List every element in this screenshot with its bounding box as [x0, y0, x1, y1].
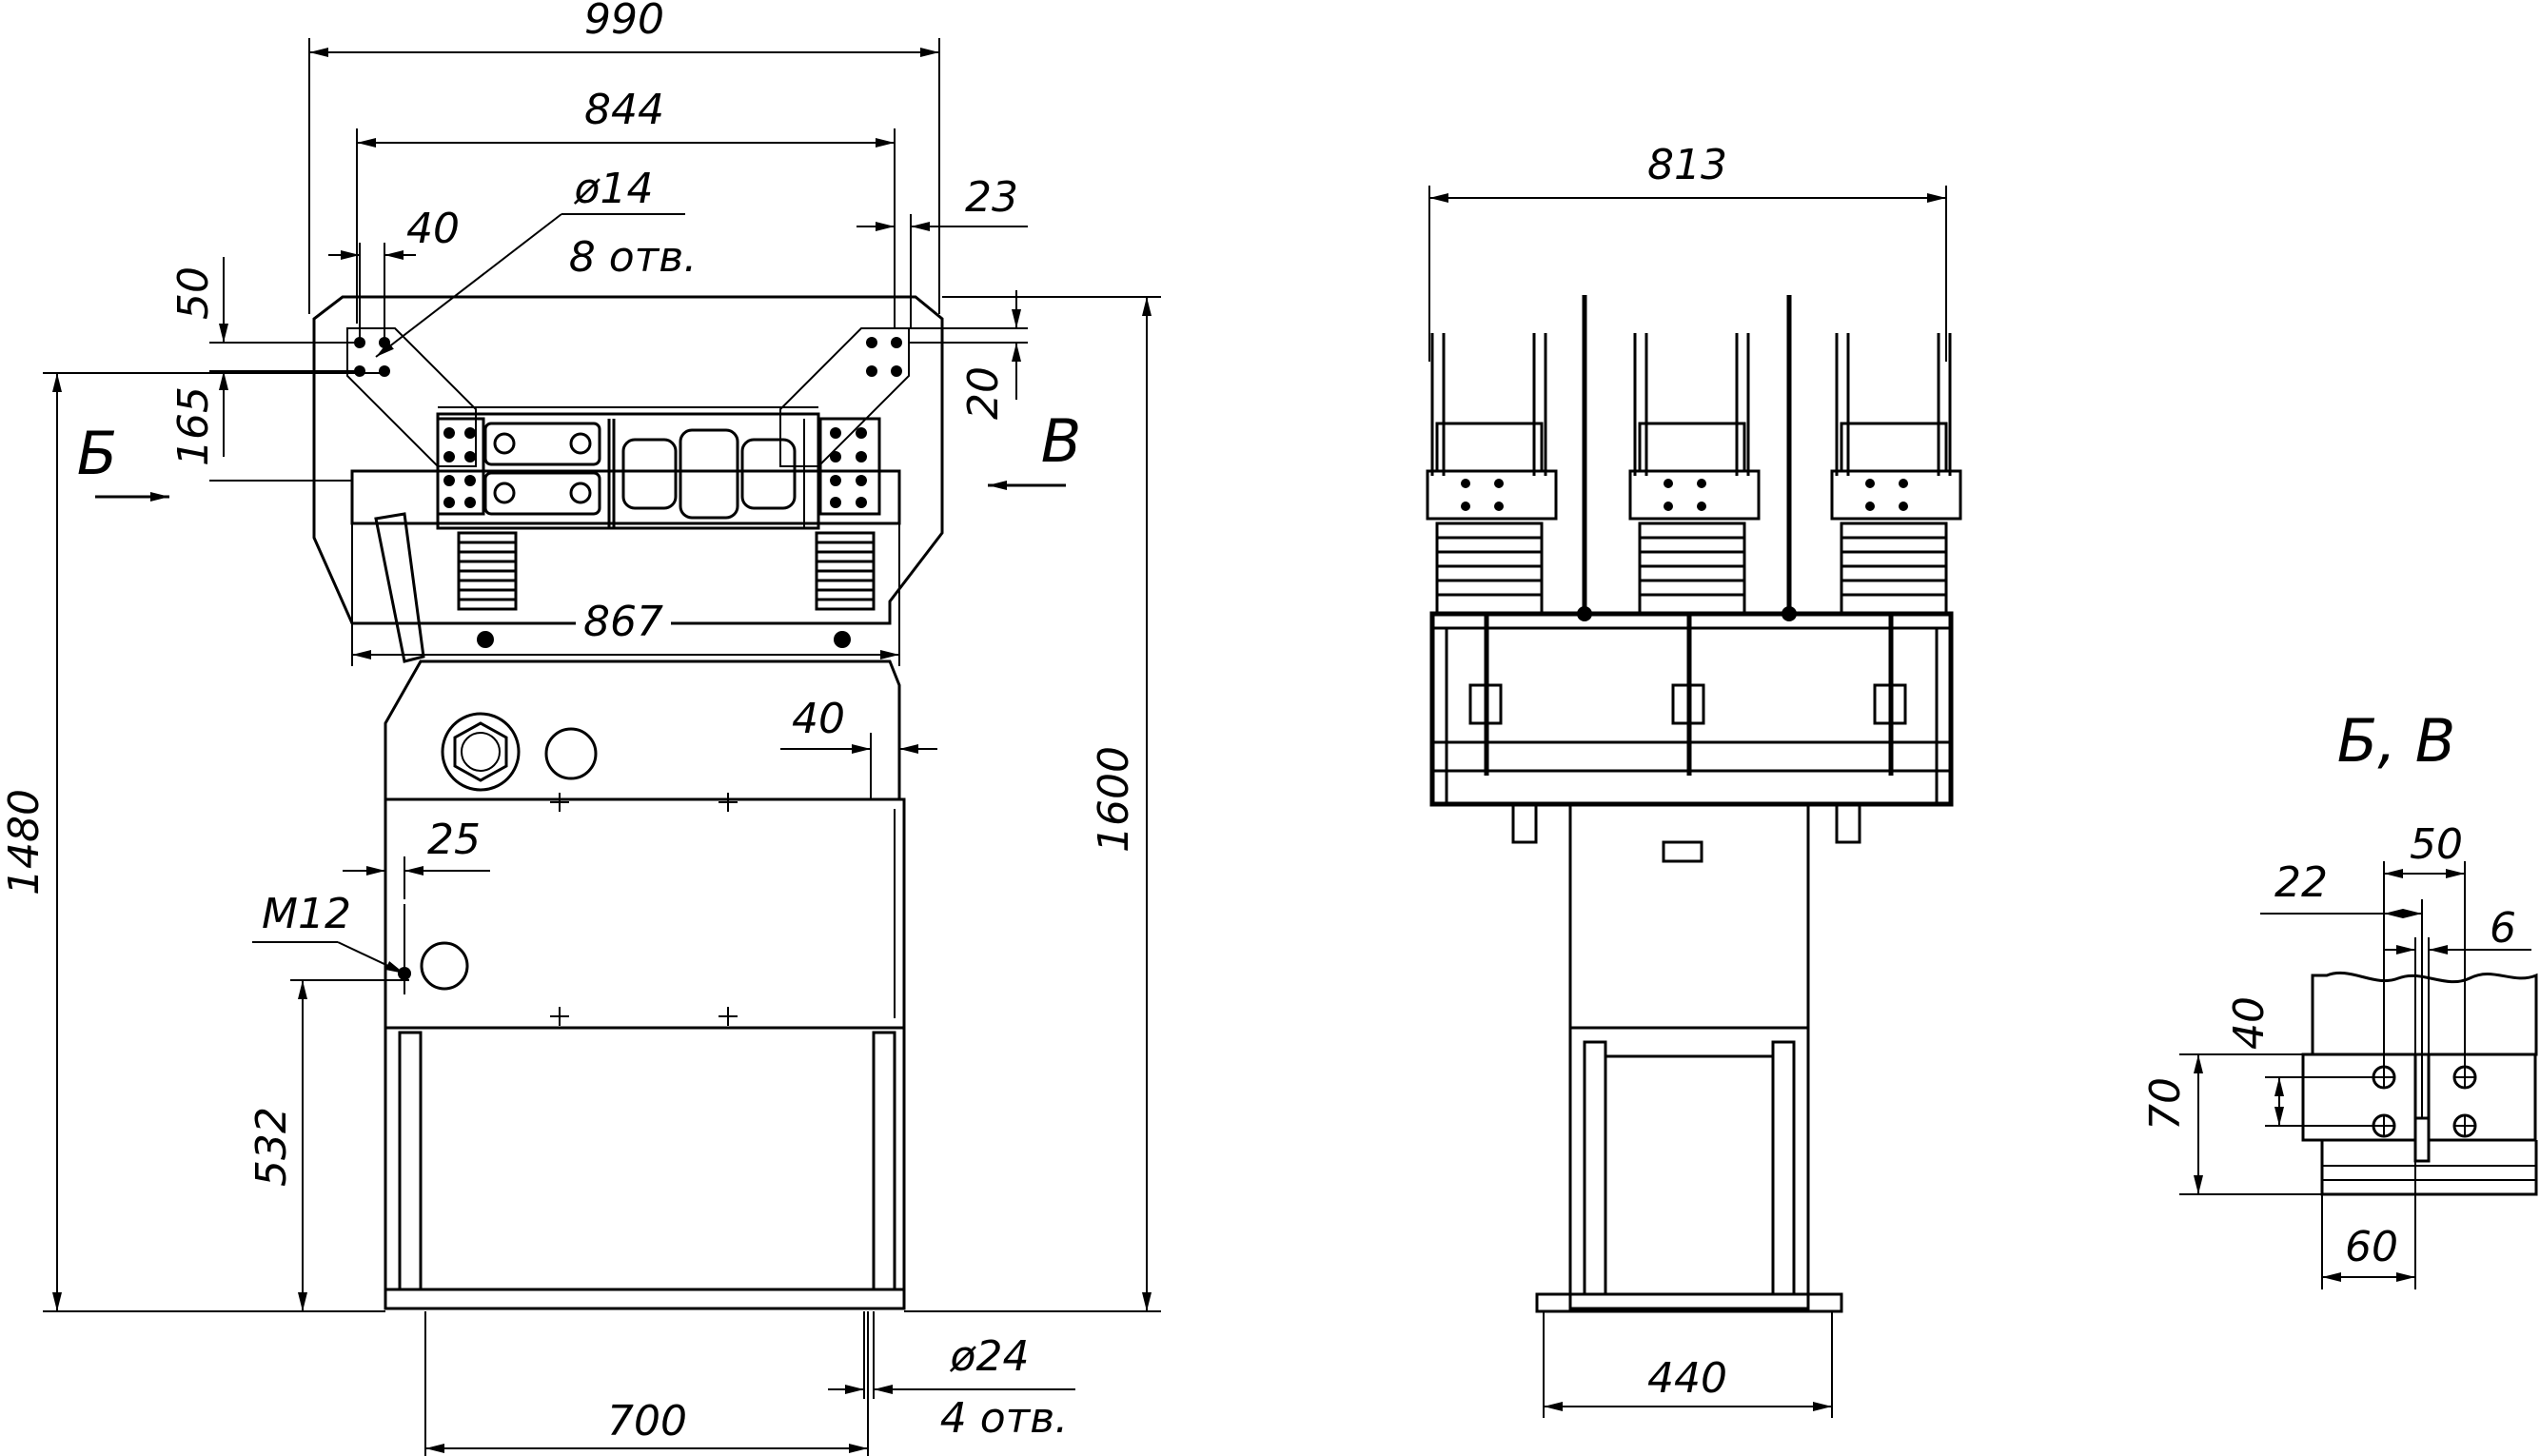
svg-text:8 отв.: 8 отв.: [569, 233, 697, 282]
view-arrow-v: В: [988, 406, 1082, 490]
svg-text:440: 440: [1647, 1354, 1727, 1403]
view-arrow-b: Б: [77, 419, 169, 502]
svg-text:M12: M12: [262, 890, 351, 938]
dim-532: 532: [247, 979, 409, 1311]
detail-dim-70: 70: [2141, 1053, 2322, 1195]
dim-813: 813: [1428, 141, 1947, 362]
detail-plate-left: [2301, 1053, 2417, 1142]
dim-1480: 1480: [0, 372, 385, 1312]
front-view: 990 844 ø14 8 отв. 40: [0, 0, 1161, 1456]
round-port: [441, 712, 598, 792]
contact-block-right: [818, 417, 881, 516]
dim-1600: 1600: [904, 296, 1161, 1312]
dim-hole-callout: ø14 8 отв.: [375, 165, 697, 358]
dim-40-top: 40: [328, 205, 460, 343]
vacuum-interrupter: [621, 428, 797, 520]
detail-view: Б, В 50 22: [2141, 706, 2538, 1289]
svg-text:40: 40: [2225, 996, 2274, 1050]
svg-text:22: 22: [2274, 858, 2328, 907]
drive-link: [374, 512, 425, 663]
side-column: [1568, 802, 1810, 1030]
top-frame-outline: [312, 295, 944, 625]
dim-990: 990: [308, 0, 940, 314]
svg-text:6: 6: [2490, 904, 2516, 953]
dim-thread: M12: [252, 890, 405, 974]
svg-text:23: 23: [965, 173, 1018, 222]
svg-text:1600: 1600: [1090, 746, 1138, 853]
svg-text:60: 60: [2345, 1223, 2398, 1271]
svg-text:25: 25: [427, 816, 481, 864]
busbar-frame: [350, 469, 901, 525]
svg-text:4 отв.: 4 отв.: [940, 1394, 1068, 1443]
svg-text:Б: Б: [77, 419, 118, 488]
bellows-left: [457, 531, 518, 611]
dim-440: 440: [1543, 1311, 1833, 1418]
detail-dim-22: 22: [2260, 858, 2423, 1118]
side-lower-frame: [1568, 1026, 1810, 1310]
svg-text:844: 844: [584, 86, 664, 134]
right-bracket-holes: [866, 337, 902, 377]
dim-844: 844: [356, 86, 896, 324]
svg-text:40: 40: [792, 695, 845, 743]
svg-text:990: 990: [584, 0, 664, 44]
dim-700: 700: [424, 1311, 869, 1456]
svg-text:ø24: ø24: [950, 1332, 1030, 1381]
svg-text:50: 50: [2410, 820, 2463, 869]
svg-text:70: 70: [2141, 1077, 2190, 1131]
lower-frame: [384, 1026, 906, 1310]
detail-title: Б, В: [2337, 706, 2455, 776]
detail-dim-6: 6: [2384, 904, 2531, 1118]
detail-dim-40: 40: [2225, 996, 2384, 1127]
dim-867: 867: [351, 523, 900, 666]
detail-dim-60: 60: [2321, 1161, 2416, 1289]
dim-25: 25: [343, 816, 490, 899]
dim-50: 50: [169, 257, 360, 457]
svg-text:532: 532: [247, 1107, 296, 1187]
dim-23: 23: [857, 173, 1028, 328]
svg-text:40: 40: [406, 205, 460, 253]
svg-text:20: 20: [959, 366, 1008, 420]
bellows-right: [815, 531, 876, 611]
detail-plate-right: [2427, 1053, 2537, 1142]
svg-text:813: 813: [1647, 141, 1727, 189]
svg-text:700: 700: [607, 1397, 687, 1446]
pole-2: [1628, 333, 1761, 776]
svg-text:1480: 1480: [0, 789, 49, 895]
svg-text:867: 867: [583, 598, 663, 646]
pole-3: [1830, 333, 1962, 776]
contact-block-left: [436, 417, 485, 516]
dim-165: 165: [169, 386, 352, 482]
svg-text:165: 165: [169, 386, 218, 466]
detail-dim-50: 50: [2383, 820, 2466, 1066]
markers: [550, 793, 738, 1026]
dim-foot-holes: ø24 4 отв.: [828, 1311, 1075, 1443]
right-bracket: [779, 327, 910, 467]
left-bracket: [346, 327, 477, 467]
svg-text:ø14: ø14: [574, 165, 654, 213]
svg-text:В: В: [1041, 406, 1082, 476]
svg-text:50: 50: [169, 266, 218, 320]
dim-20: 20: [909, 290, 1028, 420]
dim-40-mid: 40: [780, 695, 937, 799]
side-view: 813 440: [1426, 141, 1962, 1418]
